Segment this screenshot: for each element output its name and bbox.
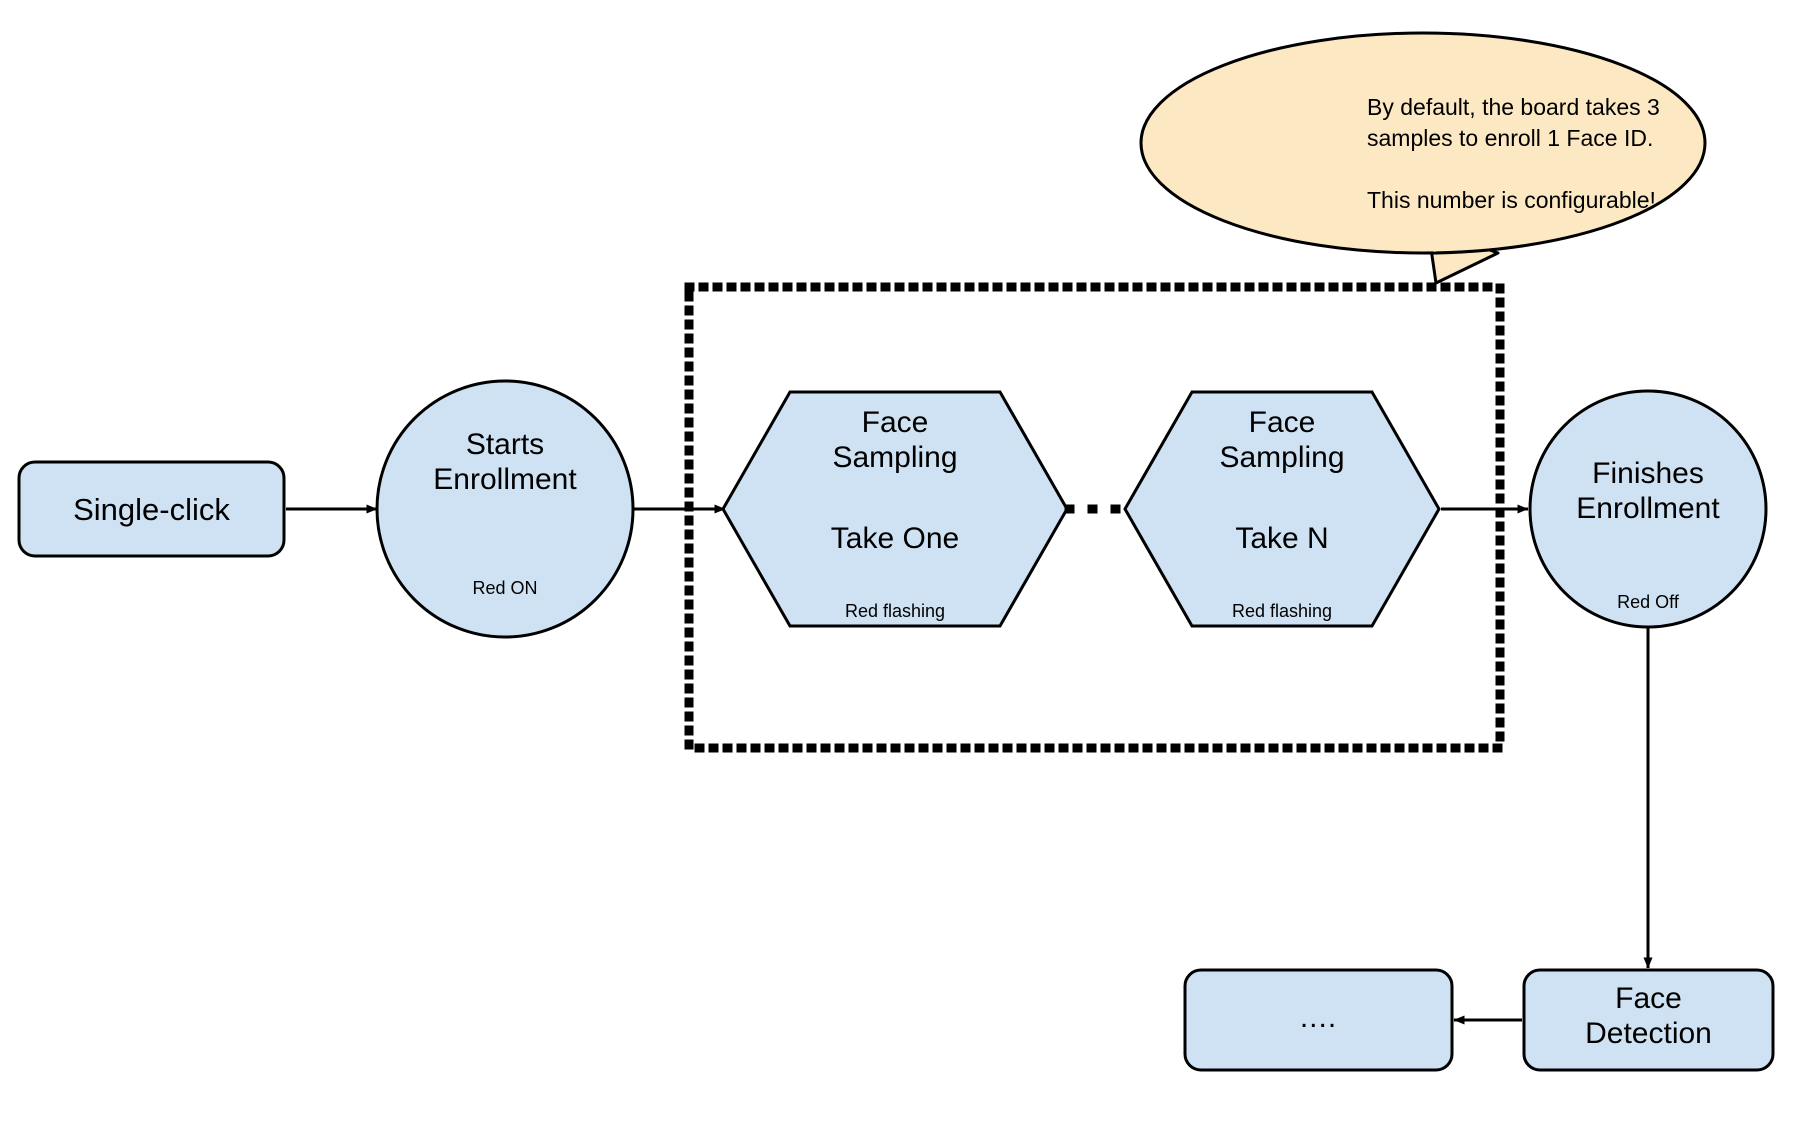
callout-tail-seam-cover: [1424, 210, 1470, 252]
starts-enrollment-node[interactable]: [375, 379, 635, 639]
callout-bubble: [1139, 31, 1707, 255]
face-sampling-one-node[interactable]: [721, 390, 1069, 628]
finishes-enrollment-node[interactable]: [1528, 389, 1768, 629]
face-sampling-n-node[interactable]: [1123, 390, 1441, 628]
face-detection-node[interactable]: [1522, 968, 1775, 1072]
sampling-group-region: [684, 282, 1505, 753]
more-steps-node[interactable]: [1183, 968, 1454, 1072]
single-click-node[interactable]: [17, 460, 286, 558]
